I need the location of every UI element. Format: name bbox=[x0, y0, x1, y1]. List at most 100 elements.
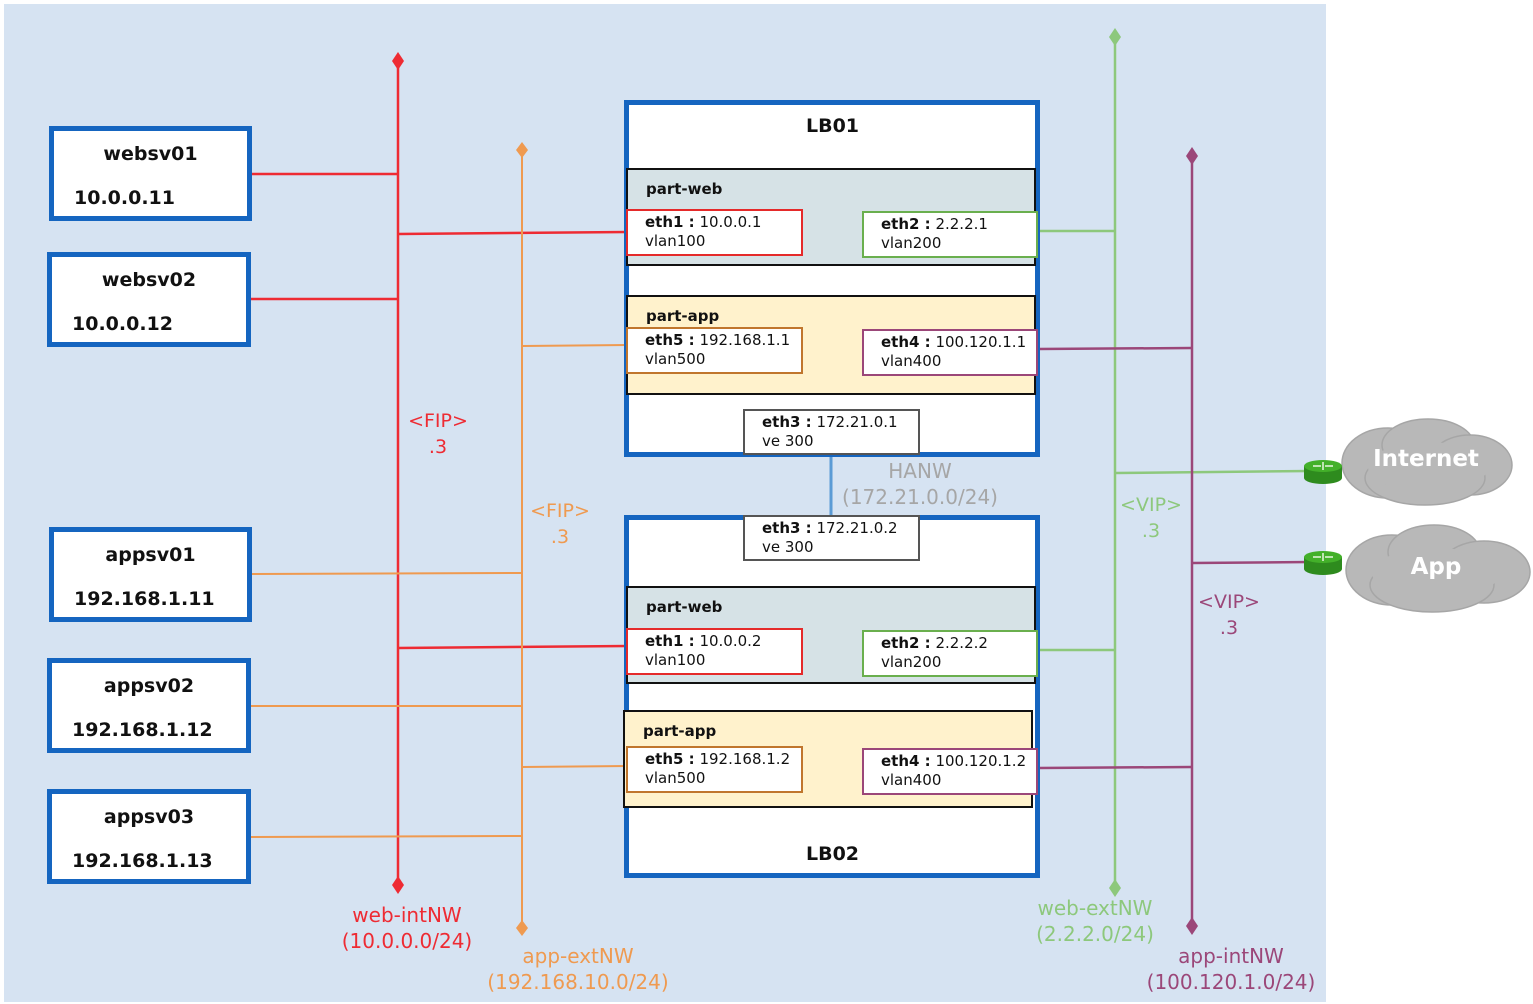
internet-router-icon bbox=[1304, 460, 1342, 484]
server-name: appsv02 bbox=[103, 675, 195, 697]
app-router-icon bbox=[1304, 551, 1342, 575]
server-appsv02: appsv02 192.168.1.12 bbox=[47, 658, 251, 753]
iface-ip: 172.21.0.1 bbox=[811, 413, 898, 431]
iface-name: eth3 : bbox=[762, 519, 812, 537]
lb01-eth2: eth2 : 2.2.2.1 vlan200 bbox=[862, 211, 1038, 258]
fip-tag: <FIP> bbox=[530, 500, 590, 522]
iface-name: eth4 : bbox=[881, 752, 931, 770]
server-ip: 10.0.0.12 bbox=[72, 313, 173, 335]
iface-vlan: ve 300 bbox=[762, 538, 814, 556]
iface-vlan: vlan500 bbox=[645, 350, 706, 368]
hanw-label: HANW (172.21.0.0/24) bbox=[840, 458, 1000, 510]
iface-name: eth4 : bbox=[881, 333, 931, 351]
server-name: appsv01 bbox=[105, 544, 196, 566]
lb02-eth4: eth4 : 100.120.1.2 vlan400 bbox=[862, 748, 1038, 795]
network-name: app-extNW bbox=[522, 944, 634, 968]
server-name: websv02 bbox=[101, 269, 197, 291]
iface-vlan: vlan200 bbox=[881, 653, 942, 671]
internet-cloud-label: Internet bbox=[1373, 446, 1479, 472]
server-name: websv01 bbox=[103, 143, 198, 165]
network-cidr: (100.120.1.0/24) bbox=[1146, 970, 1316, 994]
hanw-cidr: (172.21.0.0/24) bbox=[842, 485, 998, 509]
iface-ip: 172.21.0.2 bbox=[811, 519, 898, 537]
server-ip: 192.168.1.11 bbox=[74, 588, 215, 610]
network-name: web-extNW bbox=[1037, 896, 1153, 920]
vip-host: .3 bbox=[1141, 520, 1161, 542]
app-ext-fip-label: <FIP> .3 bbox=[512, 498, 608, 550]
app-ext-bottom-diamond bbox=[516, 920, 528, 936]
lb01-box bbox=[624, 100, 1040, 457]
vip-tag: <VIP> bbox=[1120, 494, 1182, 516]
app-cloud-label: App bbox=[1410, 554, 1462, 580]
iface-name: eth1 : bbox=[645, 213, 695, 231]
lb02-eth1: eth1 : 10.0.0.2 vlan100 bbox=[626, 628, 803, 675]
iface-ip: 100.120.1.2 bbox=[930, 752, 1027, 770]
iface-name: eth2 : bbox=[881, 634, 931, 652]
lb01-eth4: eth4 : 100.120.1.1 vlan400 bbox=[862, 329, 1038, 376]
lb02-eth3: eth3 : 172.21.0.2 ve 300 bbox=[743, 515, 920, 561]
server-websv01: websv01 10.0.0.11 bbox=[49, 126, 252, 221]
server-name: appsv03 bbox=[103, 806, 195, 828]
app-int-network-label: app-intNW (100.120.1.0/24) bbox=[1140, 943, 1322, 995]
network-cidr: (2.2.2.0/24) bbox=[1036, 922, 1154, 946]
iface-vlan: vlan200 bbox=[881, 234, 942, 252]
vip-tag: <VIP> bbox=[1198, 591, 1260, 613]
fip-host: .3 bbox=[428, 436, 448, 458]
app-cloud-shape bbox=[1345, 524, 1531, 613]
web-int-network-lines bbox=[250, 62, 629, 883]
web-ext-vip-label: <VIP> .3 bbox=[1103, 492, 1199, 544]
iface-ip: 192.168.1.1 bbox=[694, 331, 791, 349]
fip-host: .3 bbox=[550, 526, 570, 548]
iface-ip: 100.120.1.1 bbox=[930, 333, 1027, 351]
lb02-eth2: eth2 : 2.2.2.2 vlan200 bbox=[862, 630, 1038, 677]
iface-vlan: vlan100 bbox=[645, 651, 706, 669]
fip-tag: <FIP> bbox=[408, 410, 468, 432]
server-appsv03: appsv03 192.168.1.13 bbox=[47, 789, 251, 884]
iface-vlan: vlan400 bbox=[881, 352, 942, 370]
iface-ip: 10.0.0.2 bbox=[694, 632, 762, 650]
iface-name: eth5 : bbox=[645, 331, 695, 349]
web-ext-top-diamond bbox=[1109, 28, 1121, 46]
server-ip: 192.168.1.12 bbox=[72, 719, 213, 741]
iface-ip: 192.168.1.2 bbox=[694, 750, 791, 768]
partition-name: part-web bbox=[646, 598, 723, 616]
web-int-top-diamond bbox=[392, 52, 404, 70]
lb02-title: LB02 bbox=[806, 843, 860, 865]
lb01-eth5: eth5 : 192.168.1.1 vlan500 bbox=[626, 327, 803, 374]
partition-name: part-web bbox=[646, 180, 723, 198]
web-int-network-label: web-intNW (10.0.0.0/24) bbox=[332, 902, 482, 954]
lb02-eth5: eth5 : 192.168.1.2 vlan500 bbox=[626, 746, 803, 793]
app-ext-top-diamond bbox=[516, 142, 528, 158]
server-websv02: websv02 10.0.0.12 bbox=[47, 252, 251, 347]
iface-ip: 2.2.2.1 bbox=[930, 215, 988, 233]
network-cidr: (10.0.0.0/24) bbox=[341, 929, 473, 953]
web-ext-network-lines bbox=[1038, 38, 1311, 886]
network-name: app-intNW bbox=[1178, 944, 1284, 968]
iface-name: eth2 : bbox=[881, 215, 931, 233]
iface-name: eth5 : bbox=[645, 750, 695, 768]
app-ext-network-lines bbox=[249, 152, 629, 927]
iface-ip: 2.2.2.2 bbox=[930, 634, 988, 652]
vip-host: .3 bbox=[1219, 617, 1239, 639]
web-ext-network-label: web-extNW (2.2.2.0/24) bbox=[1025, 895, 1165, 947]
iface-ip: 10.0.0.1 bbox=[694, 213, 762, 231]
app-int-top-diamond bbox=[1186, 147, 1198, 165]
iface-name: eth3 : bbox=[762, 413, 812, 431]
iface-vlan: vlan500 bbox=[645, 769, 706, 787]
lb01-title: LB01 bbox=[806, 115, 860, 137]
app-int-bottom-diamond bbox=[1186, 917, 1198, 935]
app-int-vip-label: <VIP> .3 bbox=[1181, 589, 1277, 641]
server-ip: 10.0.0.11 bbox=[74, 187, 175, 209]
internet-cloud-shape bbox=[1341, 418, 1513, 506]
lb02-box bbox=[624, 515, 1040, 878]
iface-vlan: vlan400 bbox=[881, 771, 942, 789]
iface-vlan: ve 300 bbox=[762, 432, 814, 450]
iface-vlan: vlan100 bbox=[645, 232, 706, 250]
server-appsv01: appsv01 192.168.1.11 bbox=[49, 527, 252, 622]
iface-name: eth1 : bbox=[645, 632, 695, 650]
web-int-fip-label: <FIP> .3 bbox=[390, 408, 486, 460]
hanw-name: HANW bbox=[888, 459, 952, 483]
app-int-network-lines bbox=[1037, 158, 1311, 925]
network-cidr: (192.168.10.0/24) bbox=[487, 970, 669, 994]
web-ext-bottom-diamond bbox=[1109, 879, 1121, 897]
